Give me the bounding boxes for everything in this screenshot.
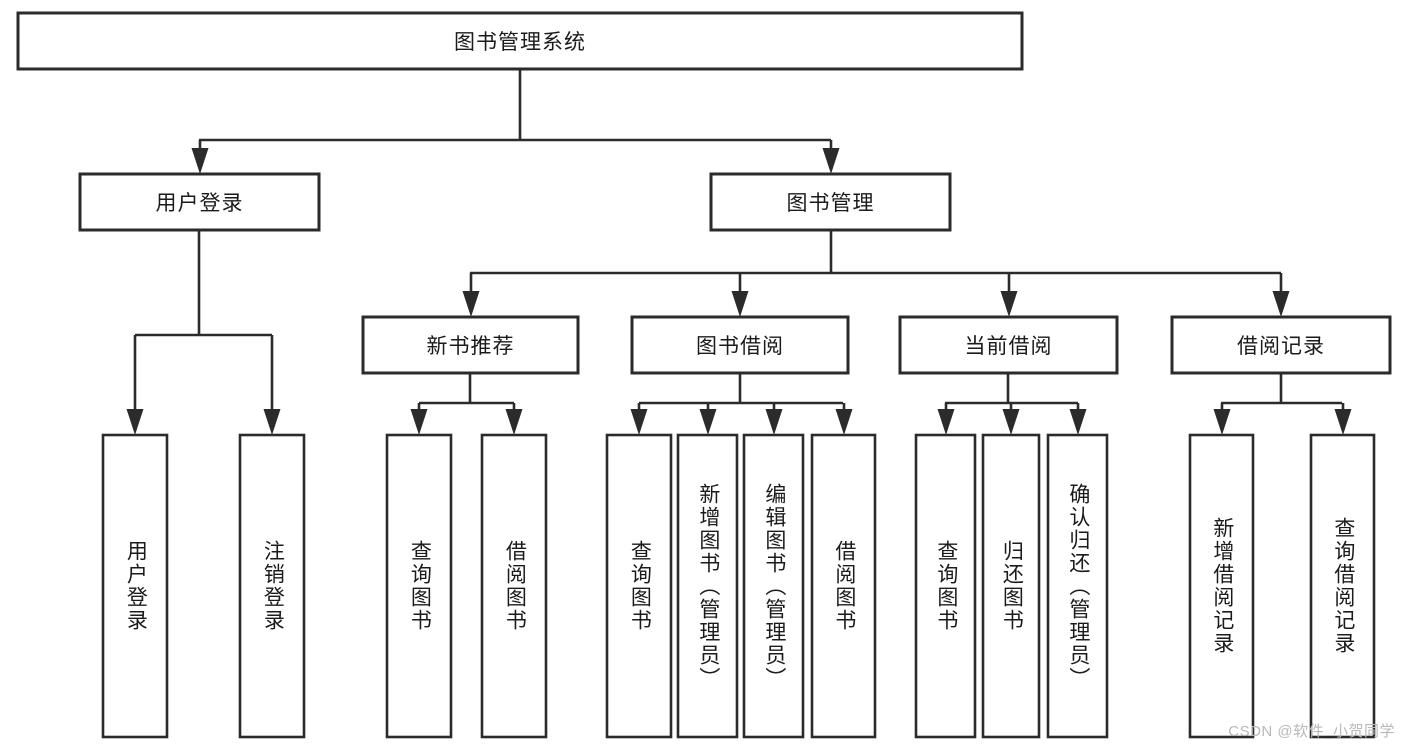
arrow-head-icon (263, 409, 281, 435)
node-box-borrow-record[interactable] (1170, 315, 1392, 375)
arrow-head-icon (1069, 409, 1087, 435)
arrow-head-icon (822, 148, 840, 174)
node-box-book-mgmt[interactable] (709, 172, 952, 232)
node-box-leaf-cur-return[interactable] (981, 433, 1041, 739)
edges-layer (126, 69, 1352, 435)
node-box-leaf-rec-query[interactable] (385, 433, 453, 739)
arrow-head-icon (630, 409, 648, 435)
arrow-head-icon (1000, 291, 1018, 317)
arrow-head-icon (765, 409, 783, 435)
node-box-book-borrow[interactable] (630, 315, 850, 375)
arrow-head-icon (505, 409, 523, 435)
node-box-leaf-borrow-edit[interactable] (742, 433, 805, 739)
arrow-head-icon (1002, 409, 1020, 435)
node-box-leaf-borrow-add[interactable] (676, 433, 739, 739)
arrow-head-icon (731, 291, 749, 317)
arrow-head-icon (1213, 409, 1231, 435)
arrow-head-icon (699, 409, 717, 435)
arrow-head-icon (191, 148, 209, 174)
arrow-head-icon (835, 409, 853, 435)
node-box-leaf-borrow-do[interactable] (810, 433, 877, 739)
node-box-leaf-cur-confirm[interactable] (1046, 433, 1109, 739)
node-box-new-book-rec[interactable] (361, 315, 580, 375)
node-box-leaf-rec-borrow[interactable] (480, 433, 548, 739)
arrow-head-icon (410, 409, 428, 435)
arrow-head-icon (1334, 409, 1352, 435)
arrow-head-icon (462, 291, 480, 317)
node-box-leaf-user-login[interactable] (101, 433, 169, 739)
node-box-leaf-user-logout[interactable] (238, 433, 306, 739)
boxes-layer (16, 11, 1392, 739)
node-box-user-login[interactable] (78, 172, 321, 232)
node-box-leaf-cur-query[interactable] (914, 433, 977, 739)
arrow-head-icon (937, 409, 955, 435)
node-box-current-borrow[interactable] (898, 315, 1119, 375)
node-box-leaf-rec-query2[interactable] (1309, 433, 1376, 739)
arrow-head-icon (1272, 291, 1290, 317)
node-box-leaf-borrow-query[interactable] (605, 433, 673, 739)
node-box-leaf-rec-add[interactable] (1188, 433, 1255, 739)
arrow-head-icon (126, 409, 144, 435)
node-box-root[interactable] (16, 11, 1024, 71)
